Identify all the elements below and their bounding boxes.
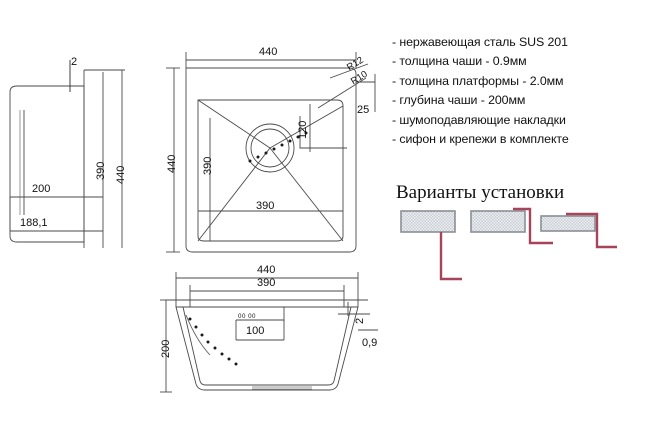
front-view-outline [166, 299, 368, 391]
front-width-label: 440 [257, 264, 276, 276]
variant-topmount [540, 212, 617, 249]
plan-drain-dots [248, 131, 308, 163]
side-outer-height-label: 440 [115, 165, 127, 184]
spec-item: - толщина чаши - 0.9мм [392, 54, 527, 69]
spec-item: - шумоподавляющие накладки [392, 112, 566, 127]
variant-undermount [400, 210, 462, 281]
side-depth-label: 200 [32, 183, 51, 195]
spec-item: - сифон и крепежи в комплекте [392, 132, 569, 147]
front-view-drain-plate [252, 386, 312, 390]
front-view-arc [185, 314, 211, 356]
side-inner-height-label: 390 [95, 161, 107, 180]
specification-list: - нержавеющая сталь SUS 201 - толщина ча… [392, 33, 644, 149]
front-drain-tiny-label: 00 00 [238, 313, 256, 320]
front-depth-label: 200 [160, 339, 172, 358]
plan-view-drain [245, 123, 295, 173]
plan-edge-offset-label: 25 [357, 104, 370, 116]
plan-view-dimension-lines [166, 52, 376, 253]
front-drain-width-label: 100 [246, 325, 265, 337]
side-base-width-label: 188,1 [20, 217, 48, 229]
front-view-dimension-lines [160, 272, 378, 393]
spec-item: - толщина платформы - 2.0мм [392, 73, 564, 88]
front-inner-width-label: 390 [257, 277, 276, 289]
plan-width-label: 440 [259, 46, 278, 58]
spec-item: - нержавеющая сталь SUS 201 [392, 35, 568, 49]
front-view-dots [188, 317, 238, 366]
front-platform-thickness-label: 2 [354, 317, 366, 324]
plan-inner-width-label: 390 [256, 200, 275, 212]
side-thickness-label: 2 [71, 56, 78, 68]
variants-title: Варианты установки [396, 182, 565, 203]
front-view-bowl-inner [182, 306, 352, 386]
spec-item: - глубина чаши - 200мм [392, 93, 526, 108]
plan-height-label: 440 [166, 154, 178, 173]
front-bowl-thickness-label: 0,9 [362, 337, 378, 349]
plan-view-diagonals [197, 99, 344, 242]
side-view-dimension-lines [9, 60, 125, 248]
plan-drain-offset-label: 120 [297, 120, 309, 139]
variant-flushmount [470, 207, 553, 245]
plan-inner-height-label: 390 [202, 156, 214, 175]
